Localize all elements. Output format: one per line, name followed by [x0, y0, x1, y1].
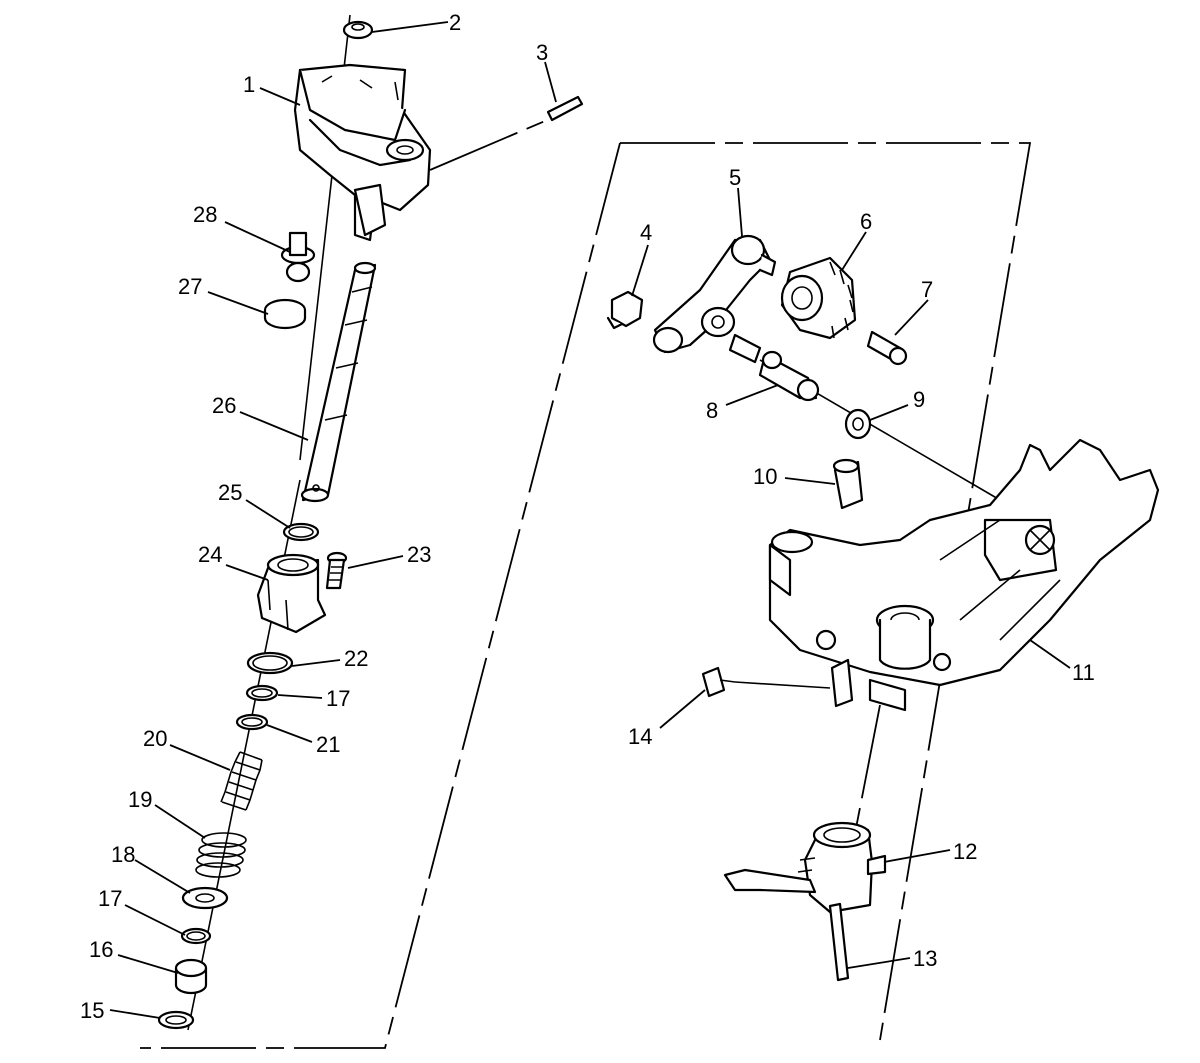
- leader-lines: [109, 21, 1071, 1019]
- bushing: [174, 958, 208, 995]
- callout-17-lower: 17: [98, 886, 122, 911]
- washer-nut: [342, 20, 374, 40]
- outer-spring: [195, 832, 247, 878]
- callout-14: 14: [628, 724, 652, 749]
- callout-12: 12: [953, 839, 977, 864]
- callout-23: 23: [407, 542, 431, 567]
- bumper-disc: [263, 298, 307, 330]
- callout-9: 9: [913, 387, 925, 412]
- callout-18: 18: [111, 842, 135, 867]
- retaining-ring-lower: [180, 927, 212, 945]
- stud-bolt: [280, 231, 316, 283]
- gear: [780, 256, 857, 340]
- callout-25: 25: [218, 480, 242, 505]
- lower-roll-pin: [828, 902, 850, 982]
- callout-labels: 1 2 3 28 27 26 25 24 23 22 17 21 20 19 1…: [80, 10, 1095, 1023]
- phantom-outline: [140, 14, 1032, 1049]
- shift-lever-housing: [293, 63, 432, 242]
- inner-spring: [220, 751, 263, 811]
- callout-21: 21: [316, 732, 340, 757]
- callout-28: 28: [193, 202, 217, 227]
- callout-8: 8: [706, 398, 718, 423]
- washer-21: [235, 713, 269, 731]
- lower-lever-bracket: [723, 821, 887, 914]
- callout-27: 27: [178, 274, 202, 299]
- callout-24: 24: [198, 542, 222, 567]
- bearing-sleeve: [728, 333, 820, 402]
- callout-5: 5: [729, 165, 741, 190]
- shift-shaft: [300, 261, 377, 503]
- callout-7: 7: [921, 277, 933, 302]
- retainer-clip: [606, 290, 644, 330]
- callout-26: 26: [212, 393, 236, 418]
- callout-22: 22: [344, 646, 368, 671]
- mounting-screw: [701, 666, 831, 698]
- callout-17-upper: 17: [326, 686, 350, 711]
- bottom-washer: [157, 1010, 195, 1030]
- o-ring-top: [282, 522, 320, 542]
- base-bracket: [768, 438, 1160, 712]
- callout-20: 20: [143, 726, 167, 751]
- snap-ring-22: [246, 651, 294, 675]
- retaining-ring-upper: [245, 684, 279, 702]
- callout-15: 15: [80, 998, 104, 1023]
- shaft-collar: [256, 553, 327, 634]
- callout-11: 11: [1072, 660, 1095, 685]
- thrust-washer: [844, 408, 872, 440]
- roll-pin: [546, 95, 584, 122]
- rubber-plug: [832, 458, 864, 510]
- callout-4: 4: [640, 220, 652, 245]
- callout-10: 10: [753, 464, 777, 489]
- linkage-arm: [652, 234, 777, 354]
- gear-pin: [866, 330, 908, 366]
- callout-2: 2: [449, 10, 461, 35]
- spring-seat-washer: [181, 886, 229, 910]
- callout-19: 19: [128, 787, 152, 812]
- callout-13: 13: [913, 946, 937, 971]
- callout-1: 1: [243, 72, 255, 97]
- callout-6: 6: [860, 209, 872, 234]
- callout-16: 16: [89, 937, 113, 962]
- set-screw: [325, 551, 348, 590]
- callout-3: 3: [536, 40, 548, 65]
